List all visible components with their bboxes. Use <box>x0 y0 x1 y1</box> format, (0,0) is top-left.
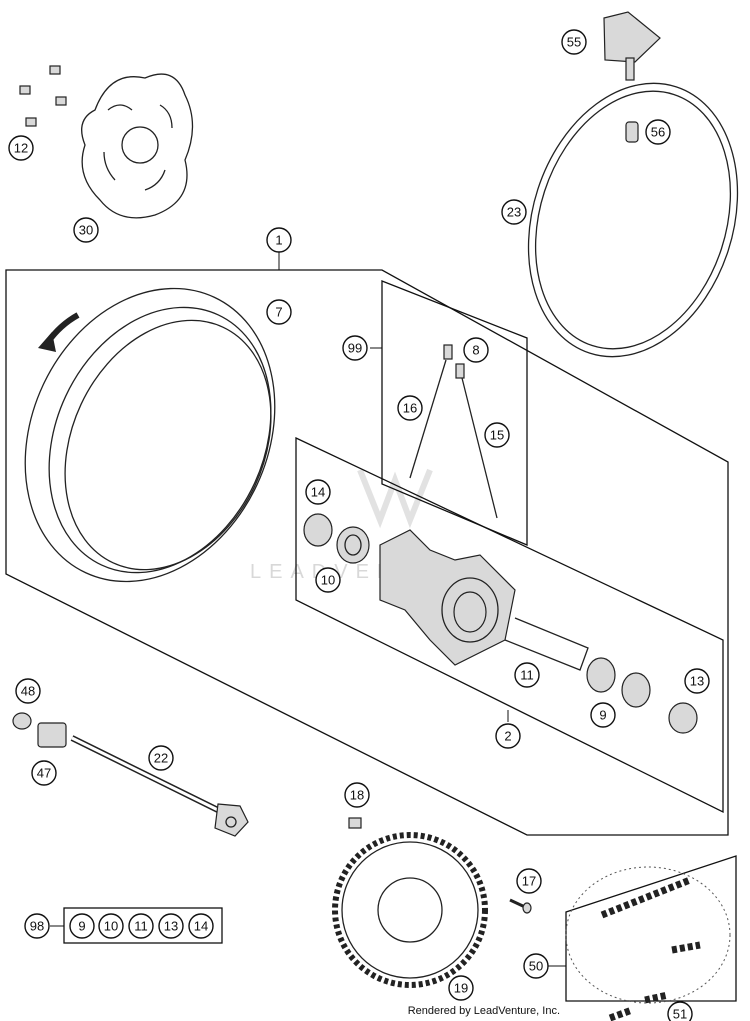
svg-text:50: 50 <box>529 959 543 974</box>
kit-item-9: 9 <box>69 913 95 939</box>
svg-text:51: 51 <box>673 1007 687 1021</box>
svg-text:48: 48 <box>21 684 35 699</box>
chain-frame <box>565 855 737 1002</box>
callout-98: 98 <box>24 913 50 939</box>
sprocket-nut <box>348 817 362 829</box>
callout-13: 13 <box>684 668 710 694</box>
callout-12: 12 <box>8 135 34 161</box>
callout-30: 30 <box>73 217 99 243</box>
kit-item-10: 10 <box>98 913 124 939</box>
kit-item-14: 14 <box>188 913 214 939</box>
callout-7: 7 <box>266 299 292 325</box>
callout-2: 2 <box>495 723 521 749</box>
rim <box>24 287 276 583</box>
valve-nut <box>625 121 639 143</box>
rim-lock <box>603 11 661 81</box>
callout-9: 9 <box>590 702 616 728</box>
svg-text:11: 11 <box>520 668 534 683</box>
kit-item-13: 13 <box>158 913 184 939</box>
svg-text:10: 10 <box>321 573 335 588</box>
svg-text:7: 7 <box>275 305 282 320</box>
svg-text:18: 18 <box>350 788 364 803</box>
callout-23: 23 <box>501 199 527 225</box>
hub-parts <box>303 513 698 734</box>
callout-10: 10 <box>315 567 341 593</box>
chain-adjuster <box>37 722 67 748</box>
disc-bolts <box>19 65 67 127</box>
svg-text:14: 14 <box>311 485 325 500</box>
callout-48: 48 <box>15 678 41 704</box>
svg-text:10: 10 <box>104 919 118 934</box>
callout-56: 56 <box>645 119 671 145</box>
svg-text:16: 16 <box>403 401 417 416</box>
brake-disc <box>81 73 194 219</box>
callout-15: 15 <box>484 422 510 448</box>
callout-22: 22 <box>148 745 174 771</box>
callout-99: 99 <box>342 335 368 361</box>
callout-47: 47 <box>31 760 57 786</box>
svg-text:1: 1 <box>275 233 282 248</box>
hub-assembly-frame <box>295 436 724 814</box>
wheel-assembly-frame <box>5 269 729 836</box>
callout-19: 19 <box>448 975 474 1001</box>
svg-text:13: 13 <box>690 674 704 689</box>
svg-text:9: 9 <box>78 919 85 934</box>
callout-11: 11 <box>514 662 540 688</box>
svg-text:22: 22 <box>154 751 168 766</box>
axle <box>70 735 249 837</box>
chain <box>565 866 731 1021</box>
callout-1: 1 <box>266 227 292 253</box>
svg-text:98: 98 <box>30 919 44 934</box>
svg-text:55: 55 <box>567 35 581 50</box>
leader-lines <box>50 252 566 967</box>
callout-14: 14 <box>305 479 331 505</box>
svg-text:56: 56 <box>651 125 665 140</box>
spokes <box>409 344 498 519</box>
callout-50: 50 <box>523 953 549 979</box>
kit-item-11: 11 <box>128 913 154 939</box>
svg-text:23: 23 <box>507 205 521 220</box>
svg-text:30: 30 <box>79 223 93 238</box>
svg-text:9: 9 <box>599 708 606 723</box>
svg-text:8: 8 <box>472 343 479 358</box>
svg-text:99: 99 <box>348 341 362 356</box>
callout-17: 17 <box>516 868 542 894</box>
svg-text:14: 14 <box>194 919 208 934</box>
axle-nut <box>12 712 32 730</box>
rim-tape <box>527 82 739 358</box>
svg-text:47: 47 <box>37 766 51 781</box>
svg-text:15: 15 <box>490 428 504 443</box>
svg-text:11: 11 <box>134 919 148 934</box>
svg-text:17: 17 <box>522 874 536 889</box>
svg-text:19: 19 <box>454 981 468 996</box>
svg-text:2: 2 <box>504 729 511 744</box>
svg-text:12: 12 <box>14 141 28 156</box>
callout-8: 8 <box>463 337 489 363</box>
callout-51: 51 <box>667 1001 693 1021</box>
spoke-set-frame <box>381 280 528 546</box>
callout-16: 16 <box>397 395 423 421</box>
callout-18: 18 <box>344 782 370 808</box>
callout-55: 55 <box>561 29 587 55</box>
credit-text: Rendered by LeadVenture, Inc. <box>407 1005 560 1017</box>
svg-text:13: 13 <box>164 919 178 934</box>
rear-sprocket <box>332 832 488 988</box>
sprocket-bolt <box>509 898 532 914</box>
